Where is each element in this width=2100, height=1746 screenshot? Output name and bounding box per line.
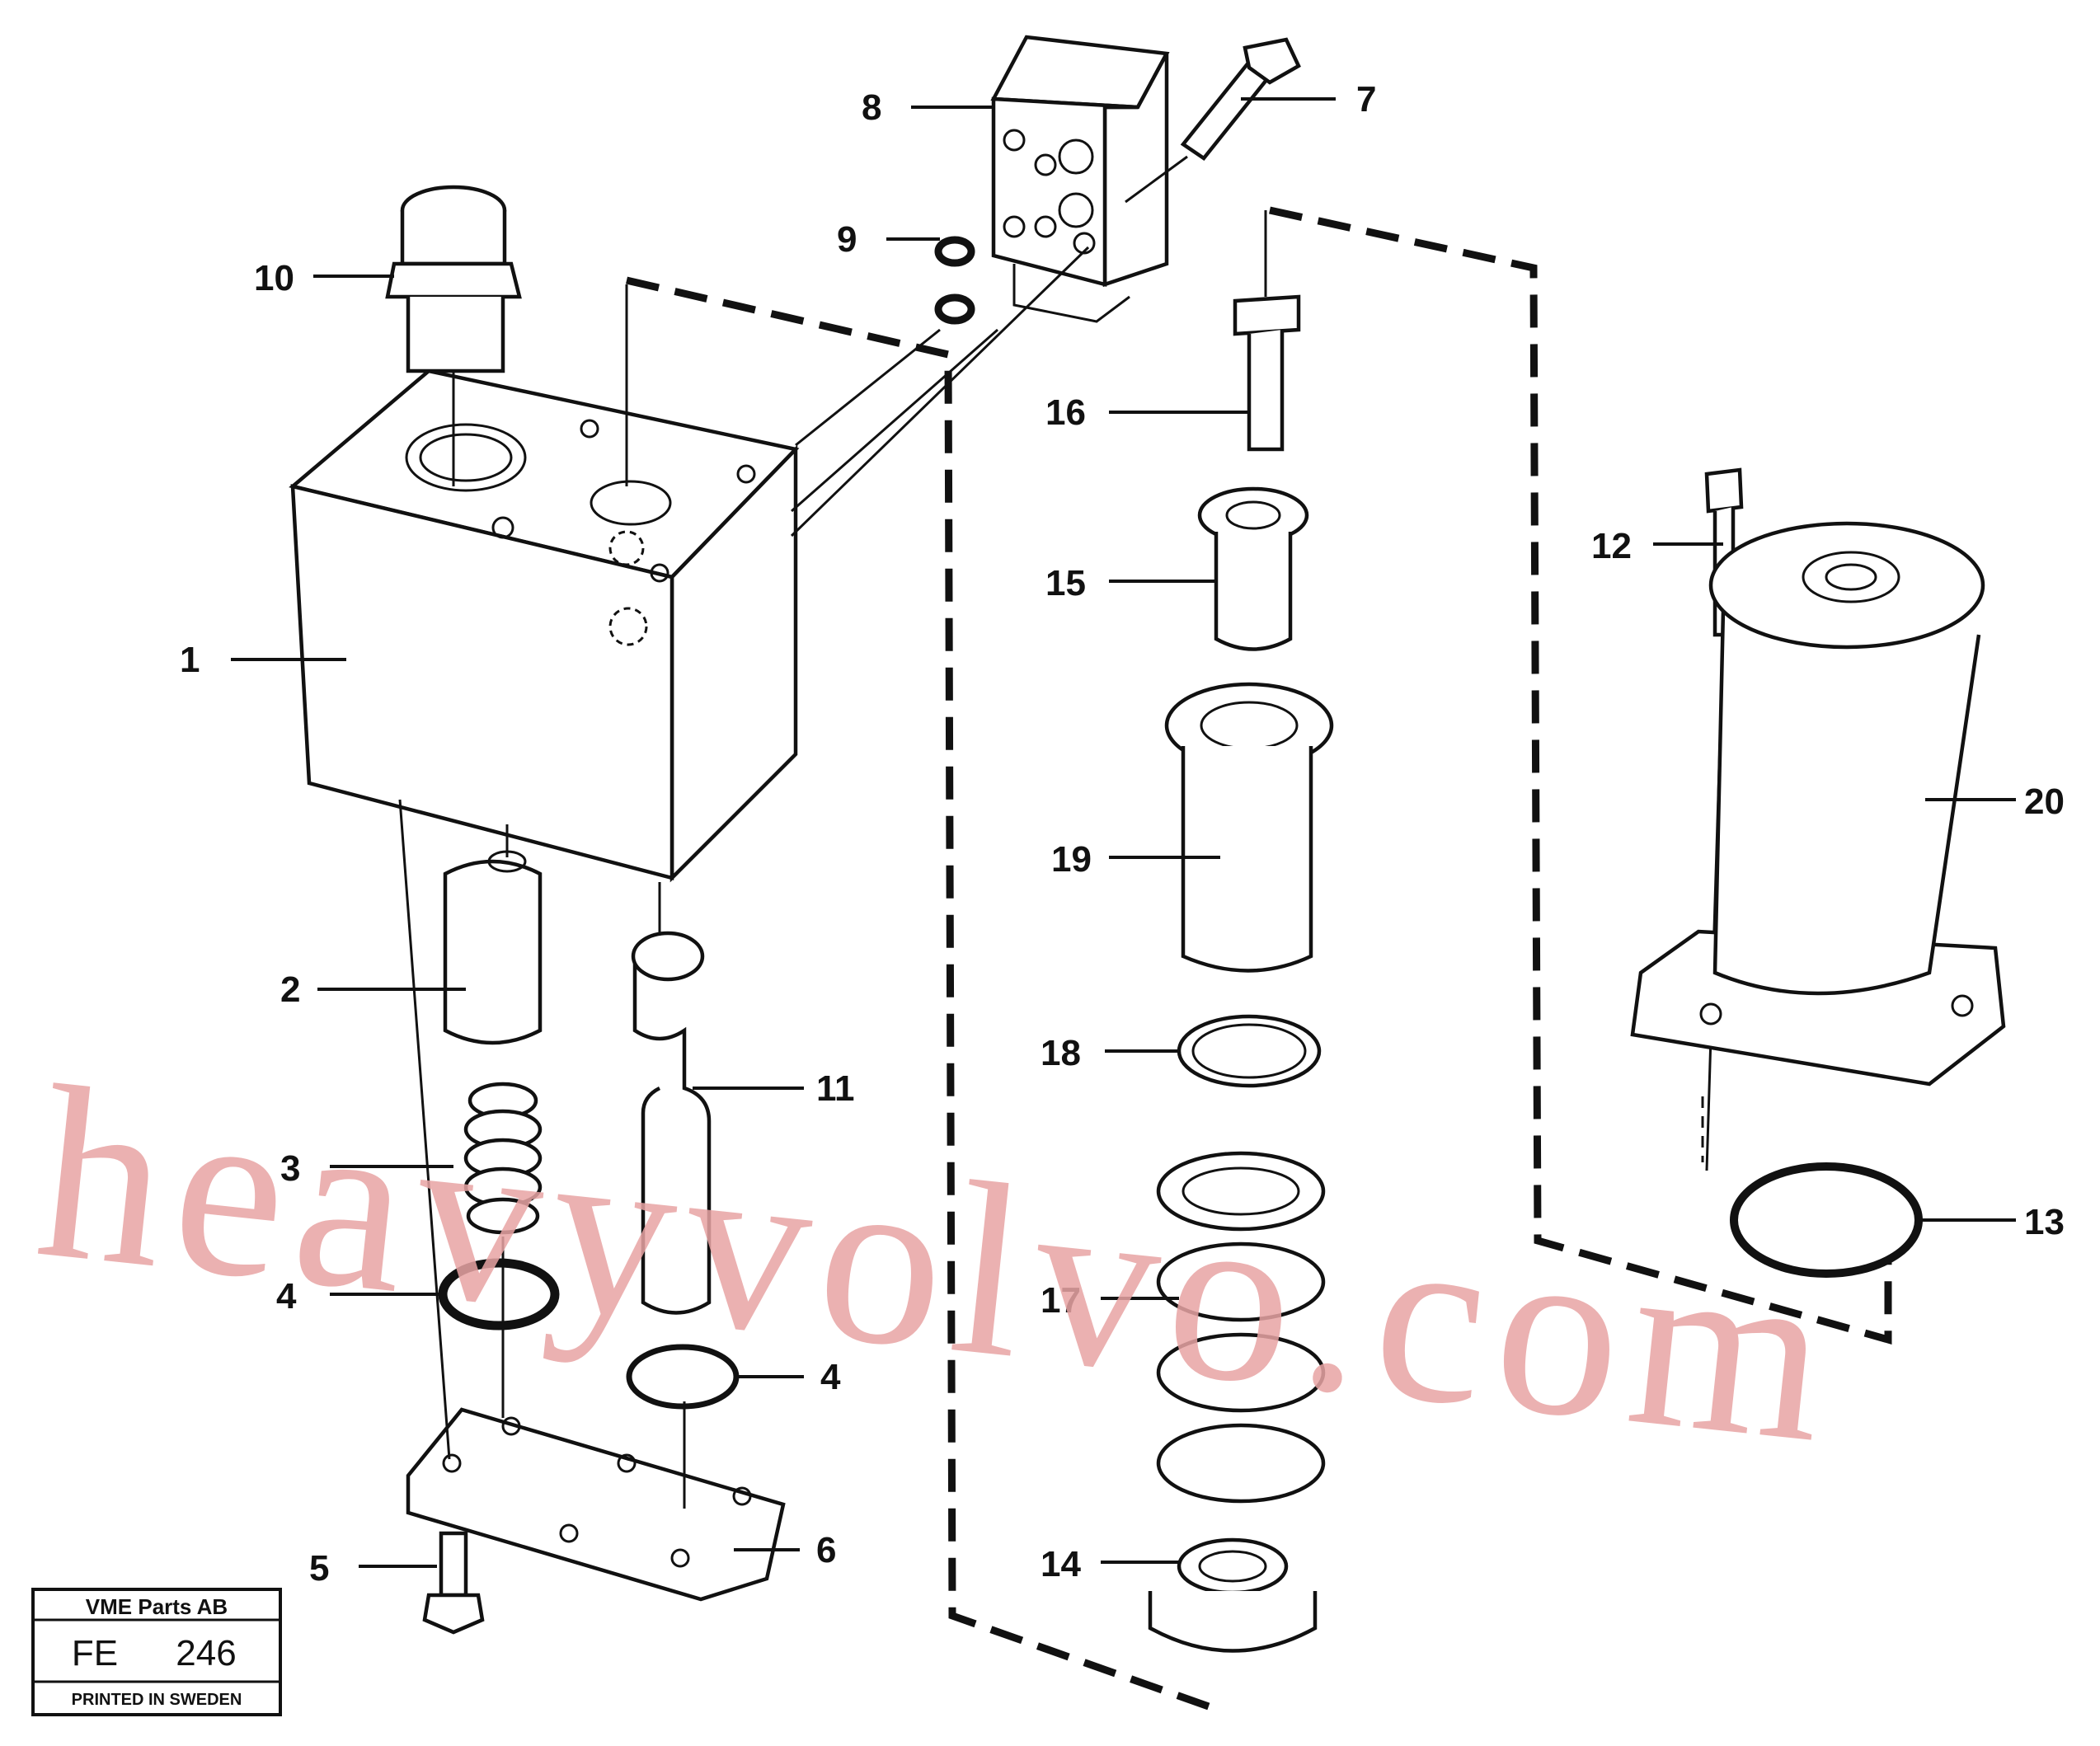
part-17-spring [1156,1151,1326,1504]
stamp-box: VME Parts AB FE 246 PRINTED IN SWEDEN [31,1588,282,1716]
part-11-stud [631,882,712,1315]
callout-20: 20 [2024,781,2065,822]
callout-14: 14 [1041,1544,1081,1584]
callout-4a: 4 [276,1276,297,1317]
callout-17: 17 [1041,1280,1081,1321]
part-15-bushing [1197,486,1309,651]
part-14-spring-seat [1148,1537,1318,1653]
stamp-company: VME Parts AB [86,1594,228,1619]
part-4-orings [438,1258,740,1410]
callout-10: 10 [254,258,294,298]
part-9-orings [934,236,975,325]
callout-3: 3 [280,1148,300,1189]
part-1-main-block [289,246,1090,883]
leader-lines [231,97,2016,1568]
part-2-sleeve [443,824,543,1045]
callout-18: 18 [1041,1033,1081,1073]
callout-2: 2 [280,969,300,1010]
callout-12: 12 [1591,526,1632,566]
part-5-bolt [422,1531,485,1635]
callout-4b: 4 [820,1357,841,1397]
callout-8: 8 [862,87,881,128]
part-6-cover-plate [398,799,786,1602]
stamp-printed: PRINTED IN SWEDEN [72,1691,242,1709]
callout-6: 6 [816,1530,836,1570]
callout-9: 9 [837,219,857,260]
part-16-bolt [1233,210,1301,452]
callout-7: 7 [1356,79,1376,120]
part-8-valve-block [990,35,1170,323]
callout-13: 13 [2024,1202,2065,1242]
part-10-fitting [385,185,522,486]
part-20-solenoid [1630,521,2006,1162]
callout-11: 11 [816,1068,855,1109]
callout-5: 5 [309,1548,329,1589]
callout-labels: 1 2 3 4 4 5 6 7 8 9 10 11 12 13 14 15 16… [180,79,2065,1589]
callout-19: 19 [1051,839,1092,880]
callout-1: 1 [180,640,200,680]
part-18-ring [1177,1014,1322,1088]
watermark-text: heavyvolvo.com [27,1034,1849,1495]
stamp-code: FE [72,1633,118,1673]
part-19-housing [1164,682,1334,973]
callout-16: 16 [1045,392,1086,433]
dashed-outline [625,206,1892,1715]
part-7-screw [1125,37,1301,204]
part-3-spring [463,1082,543,1235]
callout-15: 15 [1045,563,1086,603]
stamp-number: 246 [176,1633,236,1673]
